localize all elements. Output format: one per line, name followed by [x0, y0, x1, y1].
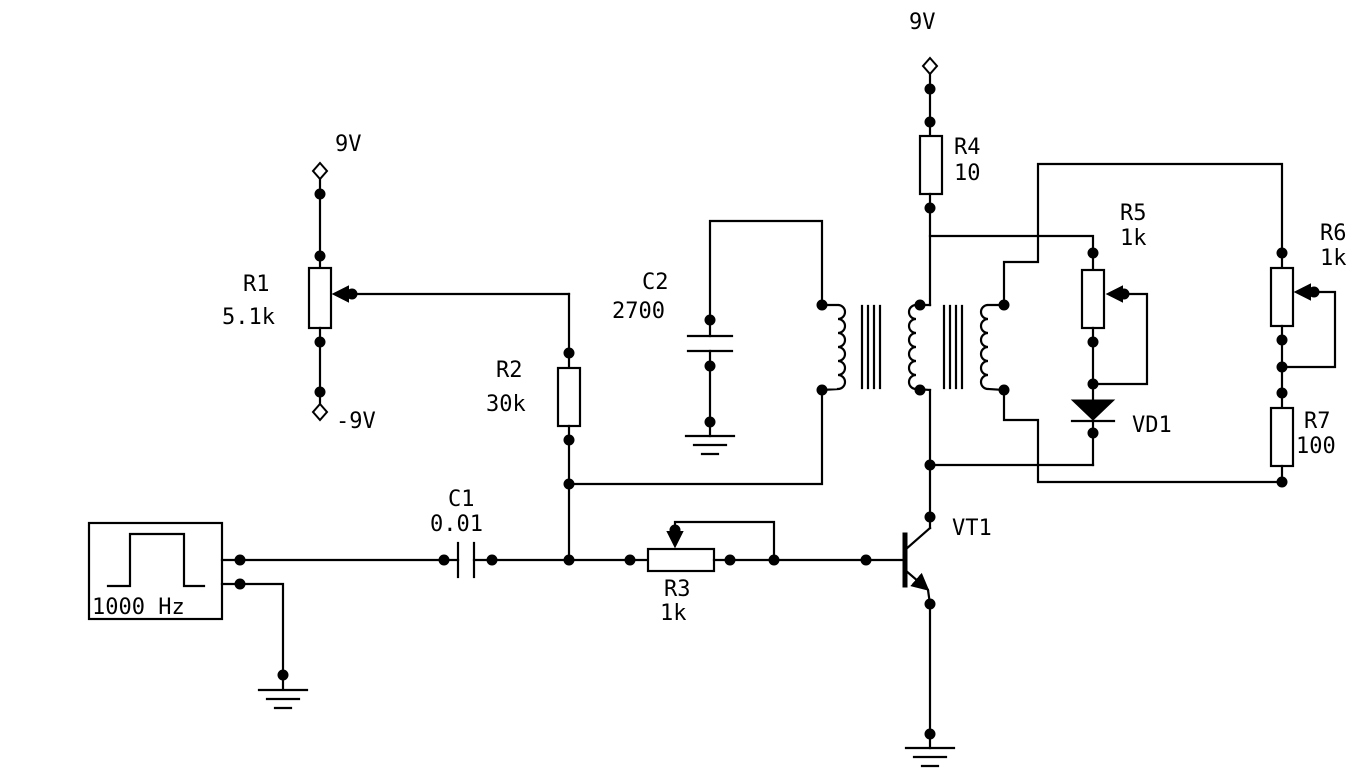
- r1-negative-supply-label: -9V: [336, 409, 376, 434]
- r5-potentiometer: [1080, 247, 1149, 402]
- r2-resistor: [556, 292, 824, 566]
- r6-name-label: R6: [1320, 221, 1347, 246]
- vd1-name-label: VD1: [1132, 413, 1172, 438]
- r6-potentiometer: [1269, 247, 1337, 410]
- r7-value-label: 100: [1296, 434, 1336, 459]
- pulse-generator: [87, 521, 446, 690]
- transformer: [816, 299, 1010, 396]
- top-supply-label: 9V: [909, 10, 936, 35]
- vd1-diode: [928, 399, 1116, 467]
- vt1-name-label: VT1: [952, 516, 992, 541]
- r4-value-label: 10: [954, 161, 981, 186]
- generator-ground: [257, 688, 309, 710]
- c1-value-label: 0.01: [430, 512, 483, 537]
- r1-top-terminal: [311, 161, 329, 181]
- r5-value-label: 1k: [1120, 226, 1147, 251]
- c1-name-label: C1: [448, 487, 475, 512]
- r1-name-label: R1: [243, 272, 270, 297]
- secondary-wiring: [1002, 162, 1284, 484]
- r2-value-label: 30k: [486, 392, 526, 417]
- c2-name-label: C2: [642, 270, 669, 295]
- c1-capacitor: [438, 541, 632, 579]
- r4-name-label: R4: [954, 135, 981, 160]
- r5-name-label: R5: [1120, 201, 1147, 226]
- r2-name-label: R2: [496, 358, 523, 383]
- r1-supply-label: 9V: [335, 132, 362, 157]
- r1-bottom-terminal: [311, 402, 329, 422]
- r1-potentiometer: [307, 161, 571, 422]
- vt1-transistor: [864, 388, 936, 750]
- emitter-ground: [904, 746, 956, 768]
- c2-value-label: 2700: [612, 299, 665, 324]
- r3-name-label: R3: [664, 577, 691, 602]
- r7-resistor: [1269, 406, 1295, 488]
- c2-capacitor: [684, 219, 824, 456]
- generator-frequency-label: 1000 Hz: [92, 595, 185, 620]
- r3-potentiometer: [624, 520, 872, 573]
- r6-value-label: 1k: [1320, 246, 1347, 271]
- top-supply-terminal: [921, 56, 939, 76]
- r7-name-label: R7: [1304, 409, 1331, 434]
- r4-resistor: [918, 56, 1095, 307]
- r1-value-label: 5.1k: [222, 305, 275, 330]
- r3-value-label: 1k: [660, 601, 687, 626]
